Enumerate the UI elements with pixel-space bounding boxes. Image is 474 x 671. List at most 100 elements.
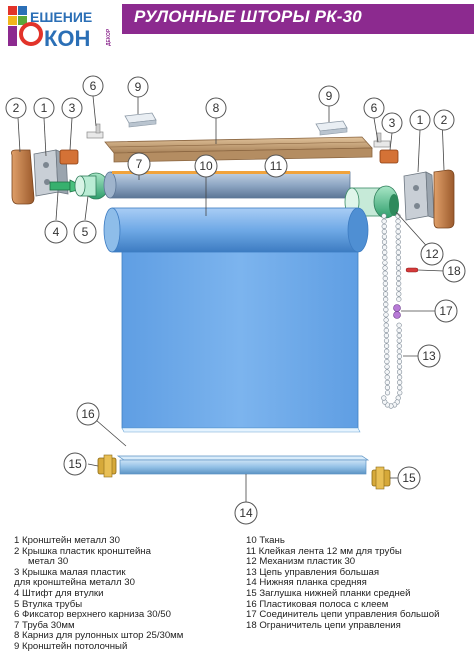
chain-bead (396, 348, 402, 354)
callout-label-6-left: 6 (90, 79, 97, 93)
logo-block-yellow (8, 16, 17, 25)
legend-item: 8 Карниз для рулонных штор 25/30мм (14, 630, 184, 642)
mechanism-part-12 (344, 185, 399, 219)
callout-label-3-left: 3 (69, 101, 76, 115)
callout-label-15-left: 15 (68, 457, 82, 471)
chain-bead (395, 260, 402, 266)
logo-text-bottom: КОН (44, 26, 90, 48)
chain-bead (395, 270, 402, 276)
logo-block-green (18, 16, 27, 25)
chain-bead (395, 255, 402, 261)
title-bar (122, 4, 474, 34)
chain-bead (395, 229, 401, 235)
callout-label-8: 8 (213, 101, 220, 115)
chain-bead (382, 286, 389, 292)
page-title: РУЛОННЫЕ ШТОРЫ РК-30 (134, 7, 362, 26)
chain-bead (384, 390, 391, 396)
chain-bead (383, 327, 389, 334)
logo-circle (19, 22, 43, 46)
chain-bead (383, 338, 390, 344)
chain-bead (382, 255, 388, 261)
chain-bead (384, 374, 390, 380)
chain-connector-part-17 (393, 304, 401, 319)
plastic-strip-part-16 (121, 427, 361, 433)
callout-label-12: 12 (425, 247, 439, 261)
callout-2: 2 (5, 97, 27, 119)
chain-bead (395, 218, 401, 224)
legend-left-column: 1 Кронштейн металл 30 2 Крышка пластик к… (14, 535, 184, 653)
callout-label-7: 7 (136, 157, 143, 171)
chain-bead (382, 265, 388, 271)
chain-bead (395, 249, 401, 255)
adhesive-tape-part-11 (112, 171, 350, 174)
chain-bead (381, 395, 387, 401)
legend-item: 9 Кронштейн потолочный (14, 640, 128, 652)
legend-item: 13 Цепь управления большая (246, 566, 380, 578)
callout-label-16: 16 (81, 407, 95, 421)
chain-bead (382, 291, 389, 297)
legend-right-column: 10 Ткань 11 Клейкая лента 12 мм для труб… (246, 535, 439, 631)
bottom-bar-cap-right-part-15 (371, 466, 391, 490)
chain-bead (384, 364, 390, 370)
chain-bead (384, 379, 390, 386)
callout-2-right: 2 (433, 109, 455, 131)
chain-bead (396, 291, 402, 297)
callout-3-right: 3 (381, 112, 403, 134)
logo-block-red (8, 6, 17, 15)
callout-3-left: 3 (61, 97, 83, 119)
legend-item: 7 Труба 30мм (14, 619, 75, 631)
chain-bead (381, 234, 388, 240)
legend-item: для кронштейна металл 30 (14, 577, 135, 589)
callout-6-right: 6 (363, 97, 385, 119)
chain-bead (384, 369, 390, 375)
callout-4: 4 (44, 220, 68, 244)
callout-7: 7 (127, 152, 151, 176)
chain-bead (395, 244, 401, 250)
callout-label-18: 18 (447, 264, 461, 278)
chain-bead (396, 327, 402, 334)
chain-bead (396, 296, 402, 302)
chain-bead (397, 385, 403, 391)
callout-8: 8 (205, 97, 227, 119)
callout-10: 10 (194, 154, 218, 178)
logo-text-side: ДЕКОР (106, 28, 112, 46)
callout-18: 18 (442, 259, 466, 283)
chain-bead (397, 379, 403, 386)
chain-bead (383, 333, 389, 339)
pin-part-4 (49, 179, 79, 193)
legend-item: 1 Кронштейн металл 30 (14, 535, 120, 546)
control-chain-part-13 (381, 213, 403, 409)
callout-6-left: 6 (82, 75, 104, 97)
chain-bead (381, 223, 387, 229)
callout-5: 5 (73, 220, 97, 244)
legend-item: 4 Штифт для втулки (14, 587, 104, 599)
chain-bead (383, 322, 389, 328)
callout-16: 16 (76, 402, 100, 426)
callout-label-1-left: 1 (41, 101, 48, 115)
parts-legend: 1 Кронштейн металл 30 2 Крышка пластик к… (0, 535, 474, 671)
callout-17: 17 (434, 299, 458, 323)
callout-label-15-right: 15 (402, 471, 416, 485)
chain-bead (397, 390, 403, 396)
bracket-cap-left-part-2 (11, 149, 35, 205)
chain-bead (396, 369, 403, 375)
chain-bead (396, 359, 403, 365)
callout-label-9-right: 9 (326, 89, 333, 103)
callout-15-right: 15 (397, 466, 421, 490)
chain-bead (396, 353, 403, 360)
chain-bead (381, 213, 387, 219)
callout-15-left: 15 (63, 452, 87, 476)
legend-item: метал 30 (28, 556, 69, 568)
chain-bead (382, 281, 388, 287)
callout-1-left: 1 (33, 97, 55, 119)
chain-bead (383, 317, 389, 323)
callout-label-1-right: 1 (417, 113, 424, 127)
chain-bead (381, 229, 387, 235)
logo-block-purple (8, 26, 17, 46)
chain-bead (383, 296, 389, 302)
small-cap-left-part-3 (59, 149, 79, 165)
callout-9-right: 9 (318, 85, 340, 107)
chain-bead (396, 338, 402, 344)
chain-bead (382, 249, 388, 255)
legend-item: 6 Фиксатор верхнего карниза 30/50 (14, 609, 171, 621)
